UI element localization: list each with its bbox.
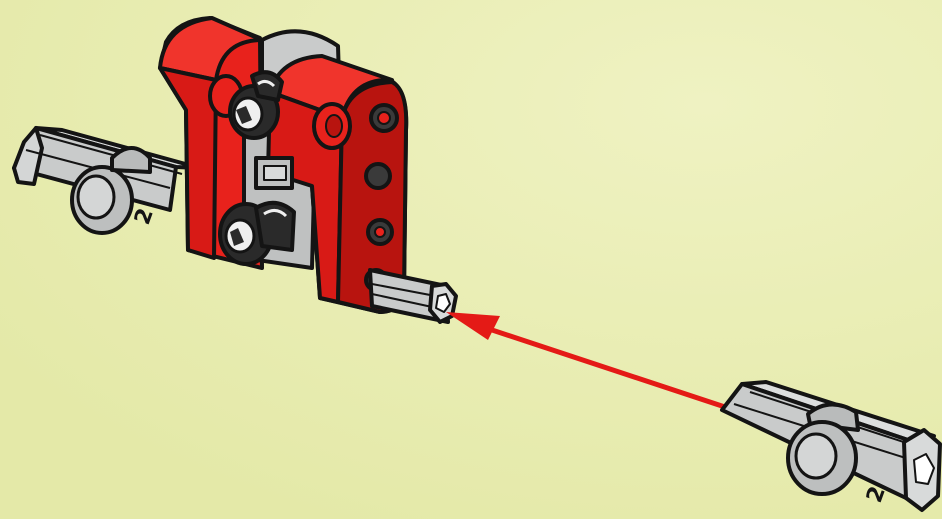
instruction-step: 2 xyxy=(0,0,942,519)
instruction-illustration: 2 xyxy=(0,0,942,519)
